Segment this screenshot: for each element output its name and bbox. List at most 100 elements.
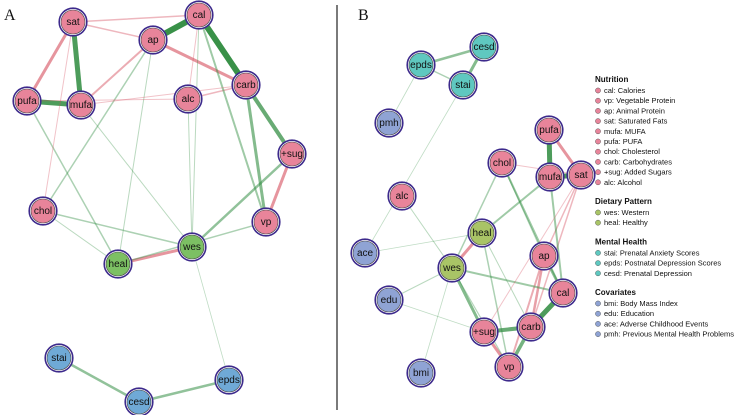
node-circle [126,389,152,415]
legend-swatch [595,209,601,216]
node-label: carb [521,322,541,333]
panel-b-label: B [358,7,369,24]
legend-title-mental: Mental Health [595,237,647,246]
legend-swatch [595,87,601,94]
node-a-alc: alc [173,84,203,114]
node-circle [496,354,522,380]
node-label: epds [410,60,432,71]
edge-a-heal-pufa [26,100,119,265]
legend-item: wes: Western [603,208,649,217]
node-circle [550,280,576,306]
node-b-ap: ap [529,241,559,271]
edge-b-edu-plus-sug [388,299,485,333]
legend-swatch [595,148,601,155]
edge-b-ace-stai [364,84,464,254]
node-label: stai [455,80,471,91]
node-a-ap: ap [138,25,168,55]
node-circle [537,164,563,190]
node-label: alc [396,191,409,202]
node-b-bmi: bmi [406,358,436,388]
edge-a-mufa-carb [80,84,247,106]
legend-swatch [595,159,601,165]
node-label: sat [574,170,588,181]
node-a-pufa: pufa [12,86,42,116]
node-circle [536,117,562,143]
node-circle [408,360,434,386]
node-b-pufa: pufa [534,115,564,145]
node-label: +sug [473,327,495,338]
node-b-sat: sat [566,160,596,190]
legend-item: epds: Postnatal Depression Scores [604,259,721,268]
edge-b-heal-carb [481,232,532,328]
edge-a-wes-alc [187,98,193,248]
node-circle [175,86,201,112]
edge-a-carb-vp [244,83,268,224]
legend-swatch [595,300,601,307]
node-circle [408,52,434,78]
edge-a-chol-sat [42,21,74,212]
edge-a-stai-cesd [57,356,141,404]
legend-item: carb: Carbohydrates [604,157,672,166]
legend-item: edu: Education [604,309,654,318]
legend-swatch [595,310,601,317]
node-label: bmi [413,368,429,379]
node-circle [216,367,242,393]
node-label: chol [493,158,511,169]
node-label: chol [34,206,52,217]
node-circle [30,198,56,224]
legend-item: +sug: Added Sugars [604,168,672,177]
node-a-mufa: mufa [66,90,96,120]
node-a-epds: epds [214,365,244,395]
node-label: heal [109,259,128,270]
node-label: pufa [539,125,559,136]
node-circle [471,34,497,60]
node-b-cesd: cesd [469,32,499,62]
node-circle [279,141,305,167]
edge-a-ap-mufa [80,39,154,106]
node-circle [376,287,402,313]
node-label: sat [66,17,80,28]
node-a-stai: stai [44,343,74,373]
edge-b-wes-cal [451,267,564,294]
legend-swatch [595,219,601,226]
node-label: epds [218,375,240,386]
edge-a-chol-ap [42,39,154,212]
legend-swatch [595,118,601,124]
node-a-sat: sat [58,7,88,37]
edge-b-ace-heal [364,232,483,254]
node-label: cesd [128,397,149,408]
legend-item: cesd: Prenatal Depression [604,269,692,278]
node-label: edu [381,295,398,306]
node-label: ap [147,35,159,46]
edge-a-heal-ap [117,39,154,265]
node-a-plus-sug: +sug [277,139,307,169]
edge-b-mufa-cal [549,176,564,294]
edge-b-chol-ap [501,162,545,257]
legend-item: vp: Vegetable Protein [604,96,675,105]
edge-a-heal-chol [42,210,119,265]
node-circle [376,110,402,136]
edge-a-pufa-alc [26,98,189,102]
edge-b-chol-cal [501,162,564,294]
node-label: heal [473,228,492,239]
node-circle [233,72,259,98]
node-a-cal: cal [184,0,214,30]
node-b-ace: ace [350,238,380,268]
node-label: alc [182,94,195,105]
node-circle [14,88,40,114]
node-circle [450,72,476,98]
node-a-heal: heal [103,249,133,279]
node-circle [140,27,166,53]
legend-item: pmh: Previous Mental Health Problems [604,330,734,339]
node-circle [179,234,205,260]
node-b-pmh: pmh [374,108,404,138]
node-circle [352,240,378,266]
node-b-carb: carb [516,312,546,342]
node-a-chol: chol [28,196,58,226]
node-circle [489,150,515,176]
legend-item: chol: Cholesterol [604,147,660,156]
